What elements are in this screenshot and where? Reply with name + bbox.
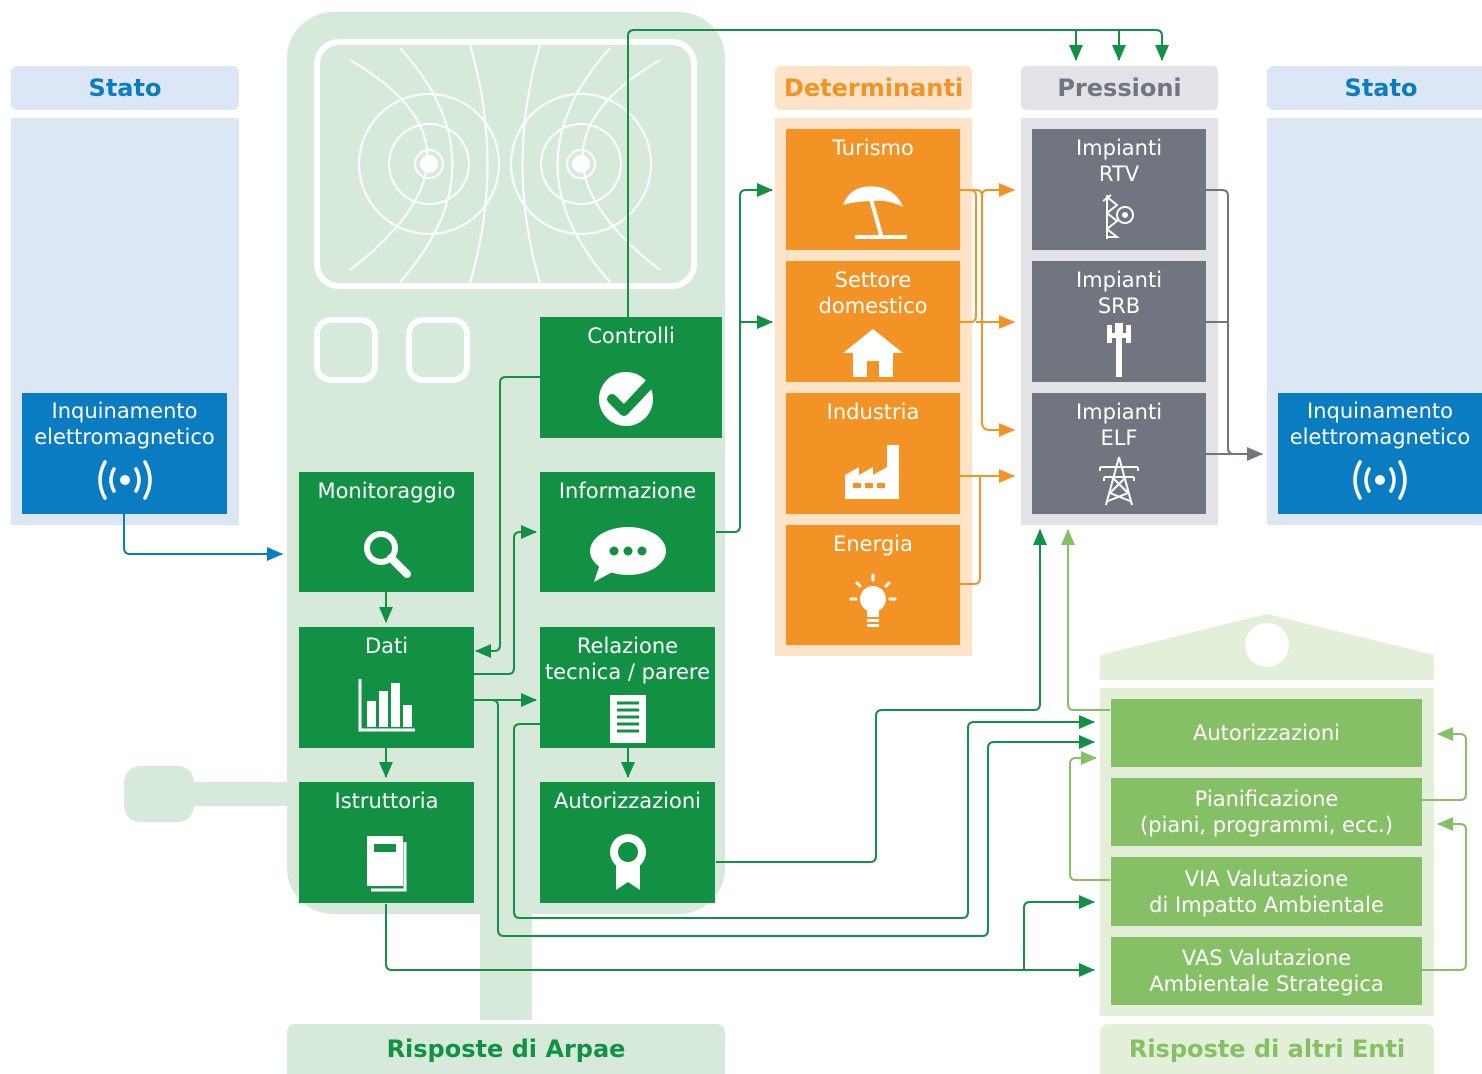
- left-state-box-label: Inquinamento elettromagnetico: [34, 399, 215, 449]
- box-istruttoria: Istruttoria: [299, 782, 474, 903]
- box-autorizzazioni-enti: Autorizzazioni: [1111, 699, 1422, 767]
- signal-icon: [1353, 460, 1407, 500]
- box-turismo: Turismo: [786, 129, 960, 250]
- bar-chart-icon: [358, 679, 415, 732]
- box-impianti-elf-label: Impianti ELF: [1075, 400, 1163, 450]
- box-turismo-label: Turismo: [832, 136, 914, 160]
- box-dati-label: Dati: [364, 634, 409, 658]
- arpae-device-plug: [180, 782, 290, 806]
- certificate-icon: [609, 834, 646, 890]
- box-settore-domestico-label: Settore domestico: [818, 268, 928, 318]
- signal-icon: [97, 460, 152, 500]
- box-settore-domestico: Settore domestico: [786, 261, 960, 382]
- box-impianti-rtv-label: Impianti RTV: [1075, 136, 1163, 186]
- document-icon: [609, 695, 646, 743]
- box-energia-label: Energia: [833, 532, 913, 556]
- right-state-header: Stato: [1267, 66, 1482, 110]
- lightbulb-icon: [849, 573, 897, 627]
- box-impianti-elf: Impianti ELF: [1032, 393, 1206, 514]
- box-controlli: Controlli: [540, 317, 722, 438]
- determinanti-header: Determinanti: [775, 66, 972, 110]
- factory-icon: [845, 445, 899, 499]
- box-impianti-srb-label: Impianti SRB: [1075, 268, 1163, 318]
- pressioni-header: Pressioni: [1021, 66, 1218, 110]
- check-icon: [599, 372, 661, 426]
- rtv-antenna-icon: [1102, 194, 1134, 239]
- box-relazione: Relazione tecnica / parere: [540, 627, 715, 748]
- left-state-box: Inquinamento elettromagnetico: [22, 393, 227, 514]
- power-pylon-icon: [1099, 456, 1139, 506]
- right-state-box: Inquinamento elettromagnetico: [1278, 393, 1482, 514]
- left-state-header: Stato: [11, 66, 239, 110]
- cell-tower-icon: [1107, 323, 1131, 377]
- box-dati: Dati: [299, 627, 474, 748]
- box-industria-label: Industria: [826, 400, 920, 424]
- search-icon: [363, 531, 411, 578]
- box-impianti-rtv: Impianti RTV: [1032, 129, 1206, 250]
- box-informazione-label: Informazione: [558, 479, 697, 503]
- box-vas: VAS Valutazione Ambientale Strategica: [1111, 937, 1422, 1005]
- box-impianti-srb: Impianti SRB: [1032, 261, 1206, 382]
- box-istruttoria-label: Istruttoria: [334, 789, 439, 813]
- box-controlli-label: Controlli: [587, 324, 675, 348]
- house-icon: [843, 329, 903, 377]
- box-via: VIA Valutazione di Impatto Ambientale: [1111, 857, 1422, 926]
- box-autorizzazioni-arpae: Autorizzazioni: [540, 782, 715, 903]
- box-industria: Industria: [786, 393, 960, 514]
- box-energia: Energia: [786, 525, 960, 645]
- folder-icon: [366, 836, 406, 892]
- arpae-device-plug-head: [124, 766, 194, 822]
- right-state-box-label: Inquinamento elettromagnetico: [1289, 399, 1471, 449]
- box-relazione-label: Relazione tecnica / parere: [544, 634, 711, 684]
- arpae-device-cable: [480, 900, 532, 1020]
- box-informazione: Informazione: [540, 472, 715, 592]
- chat-bubble-icon: [589, 527, 666, 582]
- box-monitoraggio-label: Monitoraggio: [317, 479, 456, 503]
- box-autorizzazioni-arpae-label: Autorizzazioni: [554, 789, 701, 813]
- beach-umbrella-icon: [843, 186, 907, 239]
- box-pianificazione: Pianificazione (piani, programmi, ecc.): [1111, 778, 1422, 846]
- box-monitoraggio: Monitoraggio: [299, 472, 474, 592]
